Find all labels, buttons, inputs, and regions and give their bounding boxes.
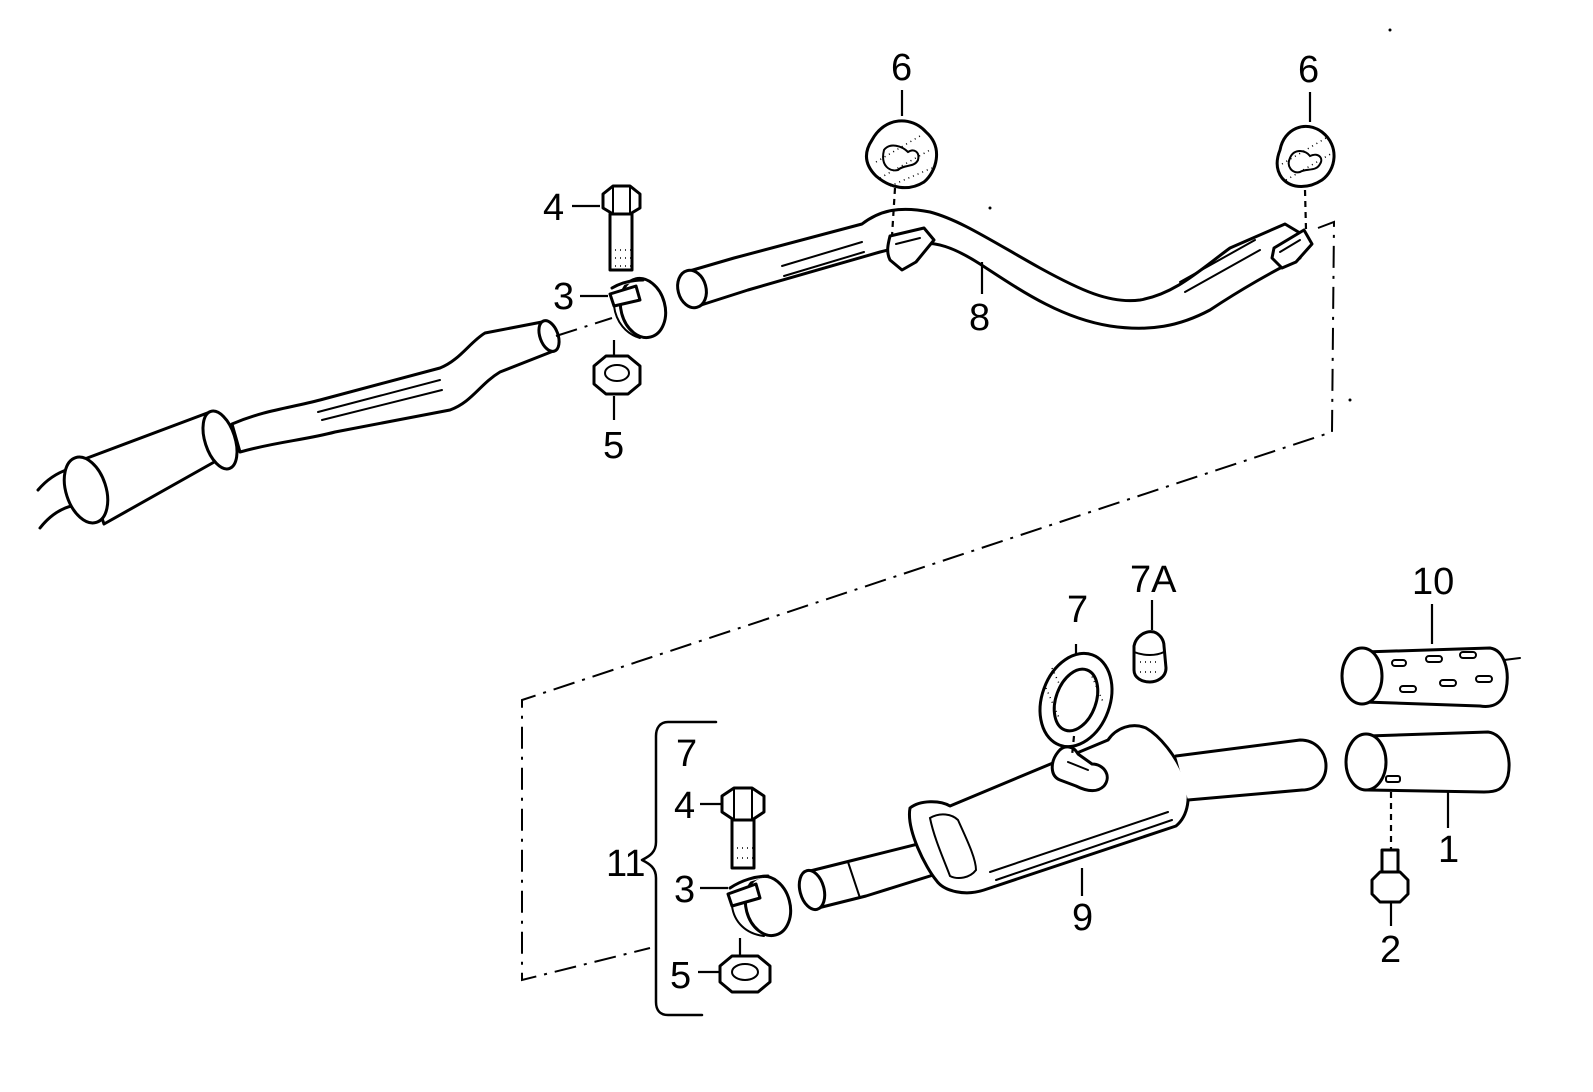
- tail-pipe-trim: [1344, 730, 1511, 794]
- kit-brace: [640, 720, 718, 1017]
- upper-clamp: [608, 276, 668, 340]
- callout-intermediate-pipe: 8: [969, 297, 990, 339]
- kit-bolt: [720, 786, 766, 870]
- callout-hanger-left: 6: [891, 47, 912, 89]
- kit-nut: [718, 954, 772, 994]
- tail-screw: [1370, 848, 1410, 904]
- upper-bolt: [601, 184, 642, 272]
- stray-dot: [1388, 28, 1392, 32]
- rubber-hanger-left: [865, 119, 939, 190]
- rear-muffler: [908, 724, 1328, 895]
- callout-kit-nut: 5: [670, 955, 691, 997]
- assembly-link-bracket: [521, 220, 1336, 982]
- callout-tail-trim: 1: [1438, 829, 1459, 871]
- hanger-right-guide: [1303, 189, 1308, 231]
- callout-upper-nut: 5: [603, 425, 624, 467]
- callout-kit-gasket: 7: [676, 733, 697, 775]
- intermediate-pipe: [676, 207, 1314, 330]
- callout-kit-bolt: 4: [674, 785, 695, 827]
- callout-rubber-ring: 7: [1067, 589, 1088, 631]
- callout-tail-trim-perforated: 10: [1412, 561, 1454, 603]
- rubber-ring-guide: [1070, 735, 1076, 757]
- front-pipe-section: [230, 319, 561, 454]
- callout-upper-clamp: 3: [553, 276, 574, 318]
- leader-lines: [572, 90, 1450, 974]
- kit-clamp: [726, 874, 793, 938]
- rubber-bump-stop: [1132, 630, 1168, 684]
- callout-tail-screw: 2: [1380, 929, 1401, 971]
- callout-kit-clamp: 3: [674, 869, 695, 911]
- callout-rear-muffler: 9: [1072, 897, 1093, 939]
- rubber-hanger-right: [1275, 124, 1336, 188]
- stray-dot: [988, 206, 992, 210]
- upper-nut: [592, 354, 642, 396]
- front-pipe-centerline: [555, 317, 613, 337]
- callout-rubber-bump: 7A: [1130, 559, 1177, 601]
- hanger-left-guide: [890, 187, 897, 237]
- rubber-ring: [1038, 651, 1114, 749]
- front-muffler: [62, 409, 239, 526]
- callout-hanger-right: 6: [1298, 49, 1319, 91]
- tail-pipe-trim-perforated: [1340, 646, 1521, 708]
- callout-kit: 11: [606, 843, 645, 885]
- stray-dot: [1348, 398, 1352, 402]
- callout-upper-bolt: 4: [543, 187, 564, 229]
